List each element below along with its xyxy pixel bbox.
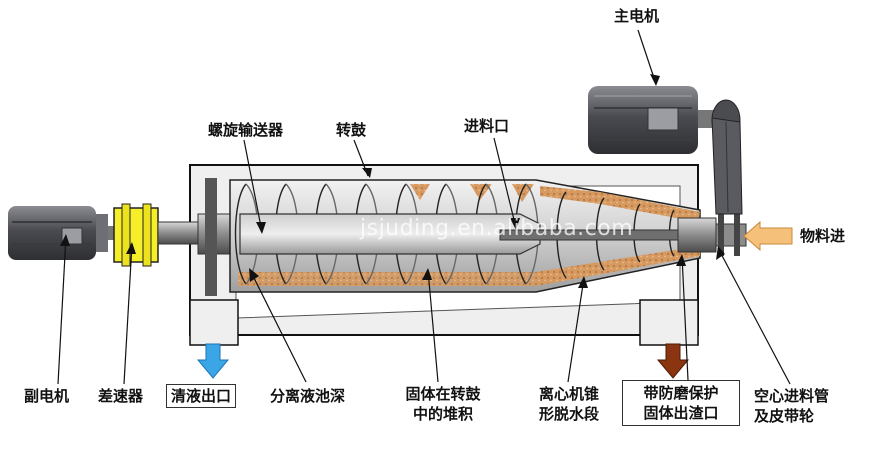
label-clear-liquid-outlet: 清液出口 [166,384,237,408]
hollow-feed-pipe [677,214,747,256]
label-differential: 差速器 [98,387,144,405]
differential [108,203,201,267]
main-motor [588,86,743,215]
solids-line-2: 中的堆积 [412,405,473,423]
feed-arrow [743,220,793,252]
label-solids-accumulation: 固体在转鼓 中的堆积 [398,384,488,424]
label-hollow-feed-pipe: 空心进料管 及皮带轮 [754,386,829,426]
label-feed-port: 进料口 [464,117,510,135]
cone-line-1: 离心机锥 [538,385,599,403]
hollow-line-1: 空心进料管 [754,387,830,405]
watermark: jsjuding.en.alibaba.com [360,216,634,241]
label-pool-depth: 分离液池深 [270,387,346,405]
solids-discharge-arrow [656,343,690,379]
label-material-in: 物料进 [800,227,846,245]
discharge-line-2: 固体出渣口 [643,404,719,422]
label-aux-motor: 副电机 [24,387,70,405]
clear-liquid-arrow [196,343,230,379]
label-main-motor: 主电机 [614,7,660,25]
leader-arrowheads [60,74,725,288]
discharge-line-1: 带防磨保护 [643,384,719,402]
cone-line-2: 形脱水段 [538,405,599,423]
solids-line-1: 固体在转鼓 [405,385,481,403]
leader-lines [57,29,791,385]
aux-motor [8,206,108,260]
label-discharge-outlet: 带防磨保护 固体出渣口 [622,380,740,426]
hollow-line-2: 及皮带轮 [754,407,815,425]
label-screw-conveyor: 螺旋输送器 [208,121,284,139]
label-cone-dewatering: 离心机锥 形脱水段 [528,384,610,424]
label-bowl: 转鼓 [336,121,367,139]
